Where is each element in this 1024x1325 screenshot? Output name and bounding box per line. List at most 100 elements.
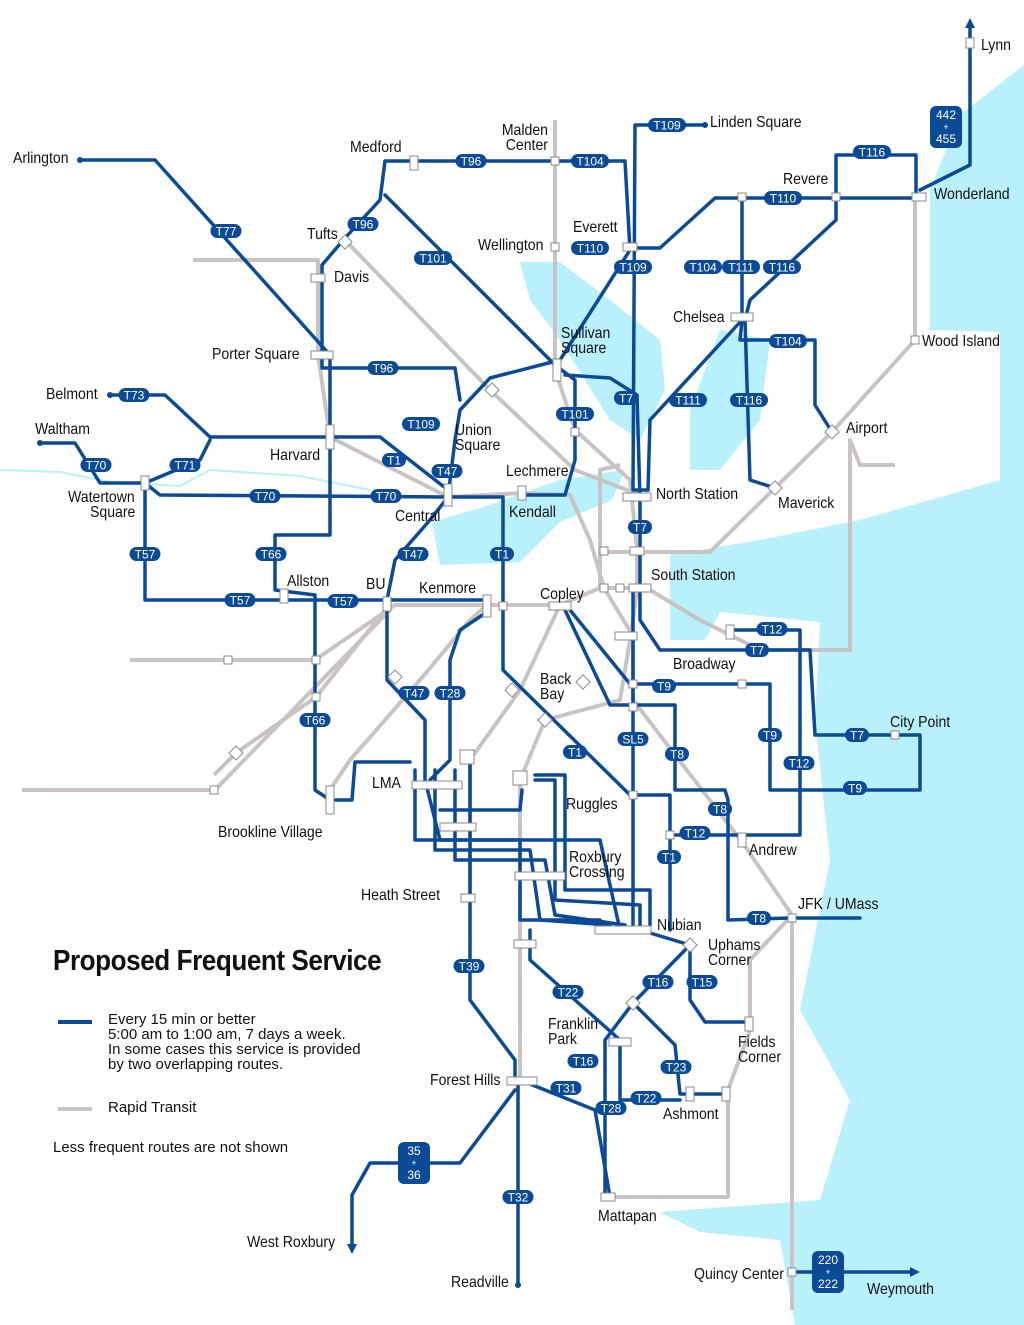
route-badge[interactable]: T8 bbox=[747, 911, 771, 926]
route-badge[interactable]: T32 bbox=[502, 1190, 534, 1205]
station-marker[interactable] bbox=[411, 780, 463, 790]
transfer-station-marker[interactable] bbox=[228, 745, 244, 761]
route-badge[interactable]: T22 bbox=[552, 985, 584, 1000]
station-marker[interactable] bbox=[685, 1086, 695, 1102]
route-badge[interactable]: T109 bbox=[614, 260, 652, 275]
route-badge[interactable]: T7 bbox=[614, 391, 638, 406]
frequent-route-line[interactable] bbox=[533, 773, 652, 927]
station-marker[interactable] bbox=[325, 424, 335, 450]
station-marker[interactable] bbox=[552, 358, 562, 382]
route-badge[interactable]: T57 bbox=[129, 547, 161, 562]
transfer-station-marker[interactable] bbox=[537, 712, 553, 728]
frequent-route-line[interactable] bbox=[438, 788, 524, 812]
frequent-route-line[interactable] bbox=[38, 441, 450, 499]
station-marker[interactable] bbox=[737, 192, 747, 202]
station-marker[interactable] bbox=[311, 692, 321, 702]
station-marker[interactable] bbox=[459, 749, 475, 765]
transfer-station-marker[interactable] bbox=[625, 995, 641, 1011]
route-badge[interactable]: T7 bbox=[845, 728, 869, 743]
route-badge[interactable]: T71 bbox=[169, 458, 201, 473]
station-marker[interactable] bbox=[911, 192, 927, 202]
station-marker[interactable] bbox=[737, 679, 747, 689]
station-marker[interactable] bbox=[279, 588, 289, 604]
route-badge[interactable]: T101 bbox=[414, 251, 452, 266]
route-badge[interactable]: T77 bbox=[210, 224, 242, 239]
route-badge[interactable]: T104 bbox=[769, 334, 807, 349]
route-badge[interactable]: T16 bbox=[642, 975, 674, 990]
route-badge[interactable]: T47 bbox=[431, 464, 463, 479]
station-marker[interactable] bbox=[600, 1192, 616, 1202]
frequent-route-line[interactable] bbox=[108, 393, 450, 492]
route-badge[interactable]: T9 bbox=[652, 679, 676, 694]
station-marker[interactable] bbox=[622, 492, 652, 502]
route-badge[interactable]: T28 bbox=[434, 686, 466, 701]
route-badge[interactable]: T47 bbox=[397, 547, 429, 562]
transfer-station-marker[interactable] bbox=[387, 669, 403, 685]
station-marker[interactable] bbox=[548, 601, 572, 611]
station-marker[interactable] bbox=[615, 583, 625, 593]
transfer-station-marker[interactable] bbox=[824, 424, 840, 440]
route-badge[interactable]: T66 bbox=[299, 713, 331, 728]
station-marker[interactable] bbox=[482, 594, 492, 618]
station-marker[interactable] bbox=[498, 601, 508, 611]
route-badge[interactable]: T111 bbox=[669, 393, 707, 408]
route-badge[interactable]: T9 bbox=[758, 728, 782, 743]
frequent-route-line[interactable] bbox=[628, 196, 918, 250]
frequent-route-line[interactable] bbox=[143, 481, 489, 602]
route-badge[interactable]: T110 bbox=[764, 191, 802, 206]
station-marker[interactable] bbox=[382, 596, 392, 612]
station-marker[interactable] bbox=[737, 832, 747, 848]
route-badge[interactable]: T22 bbox=[630, 1091, 662, 1106]
route-badge[interactable]: T8 bbox=[708, 802, 732, 817]
station-marker[interactable] bbox=[439, 822, 477, 832]
route-badge[interactable]: T8 bbox=[665, 747, 689, 762]
station-marker[interactable] bbox=[628, 702, 638, 712]
station-marker[interactable] bbox=[831, 192, 841, 202]
station-marker[interactable] bbox=[570, 427, 580, 437]
station-marker[interactable] bbox=[721, 1086, 731, 1102]
route-badge[interactable]: T15 bbox=[686, 975, 718, 990]
route-badge[interactable]: T96 bbox=[347, 217, 379, 232]
route-badge[interactable]: T1 bbox=[563, 745, 587, 760]
station-marker[interactable] bbox=[730, 312, 754, 322]
route-badge[interactable]: T16 bbox=[567, 1054, 599, 1069]
transfer-station-marker[interactable] bbox=[767, 480, 783, 496]
combined-route-badge[interactable]: 220+222 bbox=[812, 1251, 844, 1293]
frequent-route-line[interactable] bbox=[638, 928, 752, 1024]
station-marker[interactable] bbox=[140, 475, 150, 491]
frequent-route-line[interactable] bbox=[350, 1088, 517, 1247]
combined-route-badge[interactable]: 442+455 bbox=[930, 106, 962, 148]
route-badge[interactable]: T104 bbox=[571, 154, 609, 169]
station-marker[interactable] bbox=[443, 483, 453, 507]
route-badge[interactable]: T104 bbox=[684, 260, 722, 275]
station-marker[interactable] bbox=[594, 925, 652, 935]
route-badge[interactable]: T116 bbox=[853, 145, 891, 160]
route-badge[interactable]: T1 bbox=[490, 547, 514, 562]
station-marker[interactable] bbox=[409, 155, 419, 171]
frequent-route-line[interactable] bbox=[533, 778, 642, 927]
station-marker[interactable] bbox=[628, 679, 638, 689]
route-badge[interactable]: T57 bbox=[327, 594, 359, 609]
route-badge[interactable]: T101 bbox=[556, 407, 594, 422]
route-badge[interactable]: T116 bbox=[763, 260, 801, 275]
station-marker[interactable] bbox=[608, 1037, 632, 1047]
station-marker[interactable] bbox=[910, 335, 920, 345]
frequent-route-line[interactable] bbox=[738, 318, 834, 434]
frequent-route-line[interactable] bbox=[918, 26, 972, 192]
frequent-route-line[interactable] bbox=[433, 768, 612, 927]
station-marker[interactable] bbox=[622, 242, 638, 252]
transfer-station-marker[interactable] bbox=[337, 234, 353, 250]
frequent-route-line[interactable] bbox=[428, 610, 489, 782]
route-badge[interactable]: T70 bbox=[80, 458, 112, 473]
station-marker[interactable] bbox=[614, 631, 638, 641]
route-badge[interactable]: T39 bbox=[453, 959, 485, 974]
station-marker[interactable] bbox=[599, 546, 609, 556]
route-badge[interactable]: T12 bbox=[679, 826, 711, 841]
station-marker[interactable] bbox=[517, 485, 527, 501]
station-marker[interactable] bbox=[513, 939, 537, 949]
route-badge[interactable]: T66 bbox=[255, 547, 287, 562]
station-marker[interactable] bbox=[628, 583, 652, 593]
frequent-route-line[interactable] bbox=[320, 159, 462, 402]
route-badge[interactable]: T12 bbox=[783, 756, 815, 771]
route-badge[interactable]: T23 bbox=[660, 1060, 692, 1075]
